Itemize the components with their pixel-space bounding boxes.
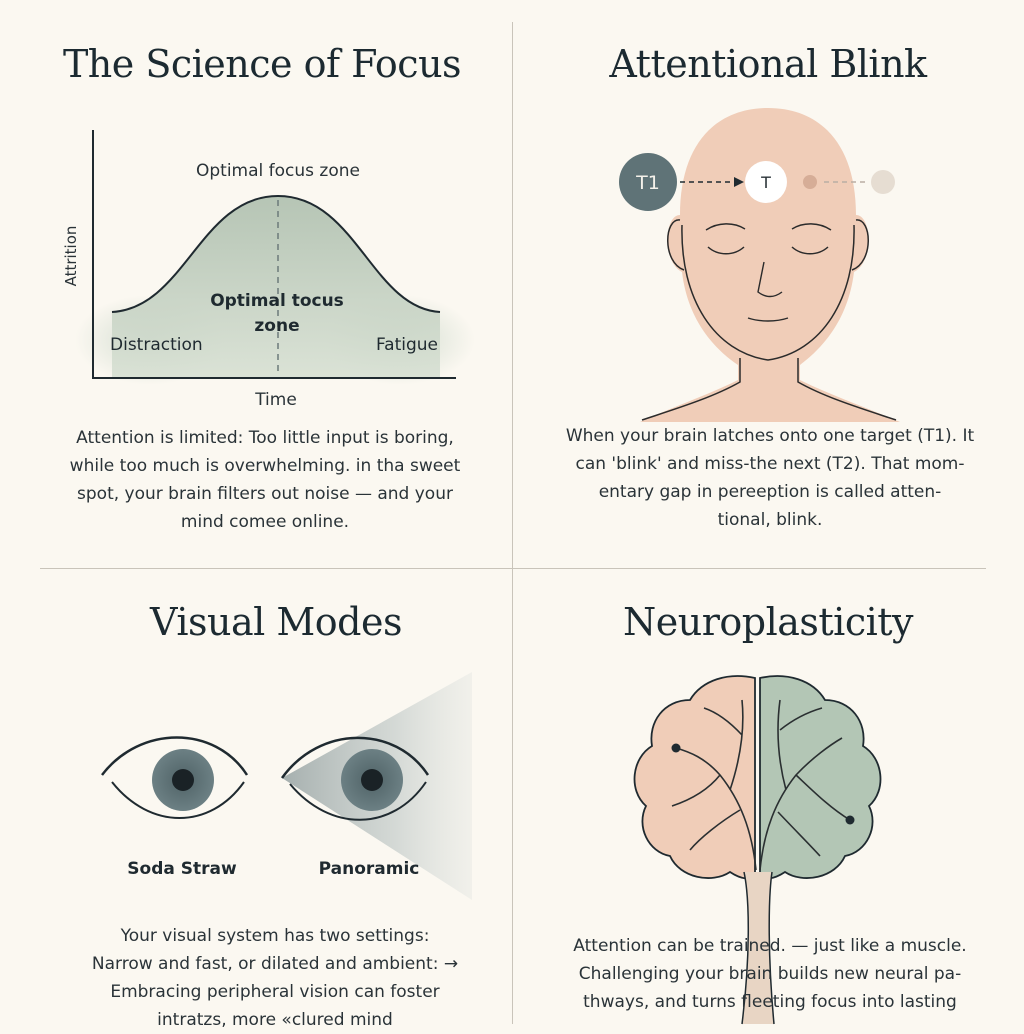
focus-description: Attention is limited: Too little input i… — [30, 424, 500, 536]
missed-dot — [803, 175, 817, 189]
t-label: T — [760, 173, 771, 192]
panoramic-label: Panoramic — [319, 859, 420, 879]
soda-straw-eye-lower — [111, 781, 245, 819]
panoramic-eye-lower — [289, 781, 427, 821]
center-label-line2: zone — [254, 316, 299, 336]
visual-text-line: Embracing peripheral vision can foster — [110, 982, 440, 1002]
blink-text-line: tional, blink. — [717, 510, 823, 530]
right-closed-eye — [791, 246, 829, 255]
blink-title: Attentional Blink — [609, 42, 927, 86]
x-axis-label: Time — [254, 390, 297, 410]
neck-line-right — [797, 358, 897, 421]
neuro-text-line: Attention can be trained. — just like a … — [573, 936, 967, 956]
focus-text-line: while too much is overwhelming. in tha s… — [69, 456, 461, 476]
brain-stem — [742, 872, 774, 1024]
head-silhouette — [640, 108, 900, 422]
visual-title: Visual Modes — [150, 600, 402, 644]
left-brow — [705, 223, 746, 231]
neuro-text-line: Challenging your brain builds new neural… — [578, 964, 962, 984]
soda-straw-pupil — [172, 769, 194, 791]
stem-right-edge — [768, 871, 775, 1025]
y-axis-label: Attrition — [62, 226, 80, 287]
face-outline — [681, 224, 855, 361]
panoramic-eye-upper — [280, 736, 430, 779]
soda-straw-eye-upper — [101, 736, 249, 776]
fatigue-label: Fatigue — [376, 335, 438, 355]
brain-left-hemisphere — [633, 675, 756, 880]
t1-target-circle — [619, 153, 677, 211]
focus-curve-line — [111, 194, 441, 313]
neuro-description: Attention can be trained. — just like a … — [520, 932, 1020, 1016]
mouth — [747, 317, 789, 322]
neuron-node-right — [845, 815, 855, 825]
t1-label: T1 — [635, 172, 660, 194]
focus-title: The Science of Focus — [62, 42, 462, 86]
focus-text-line: spot, your brain filters out noise — and… — [77, 484, 453, 504]
t1-arrow-head — [734, 177, 744, 187]
blink-text-line: When your brain latches onto one target … — [565, 426, 975, 446]
stem-left-edge — [741, 871, 750, 1025]
neuron-node-left — [671, 743, 681, 753]
chart-axes — [92, 130, 456, 379]
blink-description: When your brain latches onto one target … — [520, 422, 1020, 534]
neural-pathway-right — [759, 699, 851, 871]
t-target-circle — [745, 161, 787, 203]
soda-straw-label: Soda Straw — [127, 859, 237, 879]
visual-description: Your visual system has two settings: Nar… — [20, 922, 530, 1034]
left-closed-eye — [707, 246, 745, 255]
horizontal-divider — [40, 568, 986, 569]
vertical-divider — [512, 22, 513, 1024]
right-ear — [851, 219, 869, 271]
neuro-text-line: thways, and turns fleeting focus into la… — [583, 992, 957, 1012]
center-label-line1: Optimal tocus — [210, 291, 344, 311]
blink-text-line: can 'blink' and miss-the next (T2). That… — [575, 454, 965, 474]
panoramic-pupil — [361, 769, 383, 791]
focus-text-line: mind comee online. — [180, 512, 350, 532]
brain-right-hemisphere — [759, 675, 882, 880]
nose — [757, 261, 783, 298]
visual-text-line: Narrow and fast, or dilated and ambient:… — [91, 954, 459, 974]
focus-text-line: Attention is limited: Too little input i… — [76, 428, 454, 448]
right-brow — [791, 223, 832, 231]
focus-top-label: Optimal focus zone — [196, 161, 360, 181]
t2-faded-circle — [871, 170, 895, 194]
visual-text-line: Your visual system has two settings: — [120, 926, 430, 946]
neck-line-left — [641, 358, 741, 421]
neuro-title: Neuroplasticity — [623, 600, 914, 644]
blink-text-line: entary gap in pereeption is called atten… — [598, 482, 942, 502]
distraction-label: Distraction — [110, 335, 203, 355]
neural-pathway-left — [671, 699, 757, 871]
left-ear — [667, 219, 685, 271]
focus-curve-fill — [112, 196, 440, 378]
